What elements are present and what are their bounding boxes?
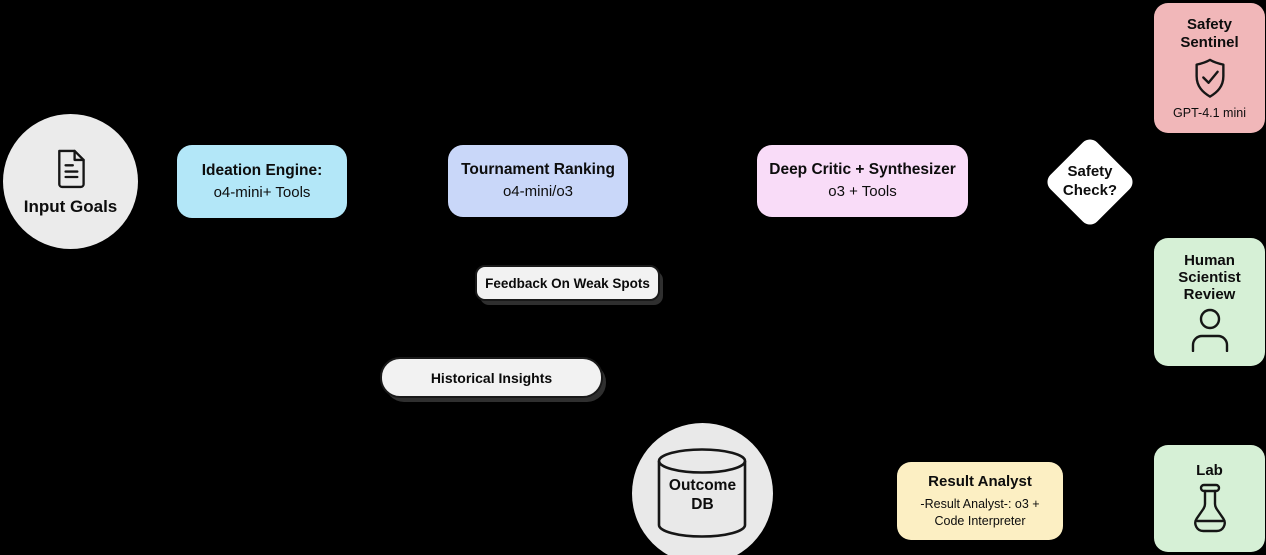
node-outcome-db: Outcome DB xyxy=(632,423,773,555)
input-goals-label: Input Goals xyxy=(23,197,118,216)
node-deep-critic-synthesizer: Deep Critic + Synthesizer o3 + Tools xyxy=(757,145,968,217)
human-review-line1: Human xyxy=(1184,251,1235,269)
human-review-line2: Scientist xyxy=(1178,268,1241,286)
human-review-title: Human Scientist Review xyxy=(1178,252,1241,304)
node-result-analyst: Result Analyst -Result Analyst-: o3 + Co… xyxy=(897,462,1063,540)
safety-sentinel-line2: Sentinel xyxy=(1180,33,1239,51)
lab-title: Lab xyxy=(1196,461,1223,479)
result-analyst-title: Result Analyst xyxy=(928,473,1032,491)
document-icon xyxy=(53,146,89,190)
safety-check-label: Safety Check? xyxy=(1044,136,1136,228)
tournament-ranking-subtitle: o4-mini/o3 xyxy=(502,183,574,201)
result-analyst-subtitle-line2: Code Interpreter xyxy=(934,513,1026,528)
tournament-ranking-title: Tournament Ranking xyxy=(461,161,615,179)
node-human-scientist-review: Human Scientist Review xyxy=(1154,238,1265,366)
human-review-line3: Review xyxy=(1183,286,1236,304)
node-safety-check-decision: Safety Check? xyxy=(1043,135,1137,229)
outcome-db-line1: Outcome xyxy=(668,477,737,494)
node-lab: Lab xyxy=(1154,445,1265,552)
ideation-engine-title: Ideation Engine: xyxy=(201,161,323,179)
safety-sentinel-model: GPT-4.1 mini xyxy=(1173,106,1246,121)
outcome-db-line2: DB xyxy=(691,495,714,513)
node-tournament-ranking: Tournament Ranking o4-mini/o3 xyxy=(448,145,628,217)
node-safety-sentinel: Safety Sentinel GPT-4.1 mini xyxy=(1154,3,1265,133)
safety-check-line2: Check? xyxy=(1062,182,1118,199)
edge-label-historical-insights: Historical Insights xyxy=(380,357,603,398)
deep-critic-subtitle: o3 + Tools xyxy=(828,183,897,201)
result-analyst-subtitle-line1: -Result Analyst-: o3 + xyxy=(920,496,1040,511)
edge-label-feedback-on-weak-spots: Feedback On Weak Spots xyxy=(475,265,660,301)
safety-sentinel-line1: Safety xyxy=(1186,15,1232,33)
outcome-db-label: Outcome DB xyxy=(632,477,773,514)
node-input-goals: Input Goals xyxy=(3,114,138,249)
ideation-engine-subtitle: o4-mini+ Tools xyxy=(213,183,311,201)
safety-sentinel-title: Safety Sentinel xyxy=(1180,16,1238,51)
shield-check-icon xyxy=(1189,55,1231,101)
flask-icon xyxy=(1188,482,1232,536)
result-analyst-subtitle: -Result Analyst-: o3 + Code Interpreter xyxy=(920,496,1039,530)
node-ideation-engine: Ideation Engine: o4-mini+ Tools xyxy=(177,145,347,218)
safety-check-line1: Safety xyxy=(1067,163,1113,181)
person-icon xyxy=(1186,308,1234,353)
deep-critic-title: Deep Critic + Synthesizer xyxy=(769,161,956,179)
